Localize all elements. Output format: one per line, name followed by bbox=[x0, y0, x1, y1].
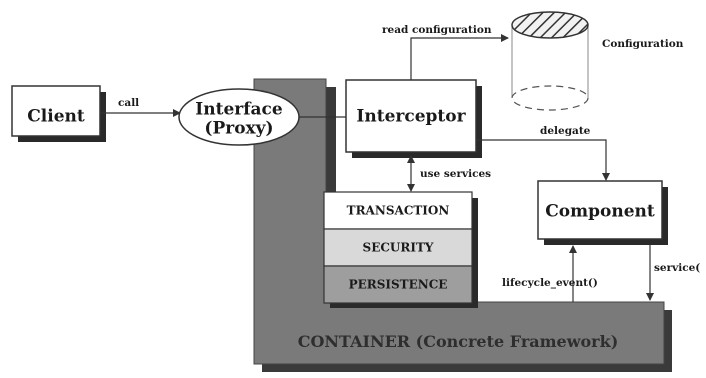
use-services-edge: use services bbox=[407, 155, 491, 192]
lifecycle-event-label: lifecycle_event() bbox=[502, 277, 598, 290]
client-label: Client bbox=[27, 107, 85, 127]
interface-label-line1: Interface bbox=[195, 100, 283, 120]
interface-label-line2: (Proxy) bbox=[204, 119, 273, 139]
configuration-label: Configuration bbox=[602, 38, 684, 50]
read-configuration-label: read configuration bbox=[382, 24, 492, 36]
interface-node: Interface (Proxy) bbox=[178, 88, 300, 146]
call-edge: call bbox=[100, 97, 181, 117]
services-stack: TRANSACTION SECURITY PERSISTENCE bbox=[323, 191, 478, 308]
service-transaction-label: TRANSACTION bbox=[347, 204, 450, 218]
interceptor-node: Interceptor bbox=[345, 79, 482, 158]
delegate-label: delegate bbox=[540, 125, 591, 137]
service-label: service( bbox=[654, 262, 700, 274]
component-label: Component bbox=[545, 202, 655, 222]
lifecycle-event-edge: lifecycle_event() bbox=[502, 245, 598, 302]
service-persistence bbox=[323, 265, 473, 304]
component-node: Component bbox=[537, 180, 668, 245]
container-label: CONTAINER (Concrete Framework) bbox=[298, 332, 619, 351]
call-label: call bbox=[118, 97, 139, 109]
use-services-label: use services bbox=[420, 168, 491, 180]
service-transaction bbox=[323, 191, 473, 230]
interceptor-label: Interceptor bbox=[356, 107, 466, 127]
delegate-edge: delegate bbox=[476, 125, 610, 181]
client-node: Client bbox=[11, 85, 106, 142]
service-security-label: SECURITY bbox=[363, 241, 434, 255]
read-configuration-edge: read configuration bbox=[382, 24, 509, 80]
service-security bbox=[323, 228, 473, 267]
service-edge: service( bbox=[646, 245, 700, 301]
service-persistence-label: PERSISTENCE bbox=[349, 278, 448, 292]
configuration-store: Configuration bbox=[511, 11, 684, 111]
